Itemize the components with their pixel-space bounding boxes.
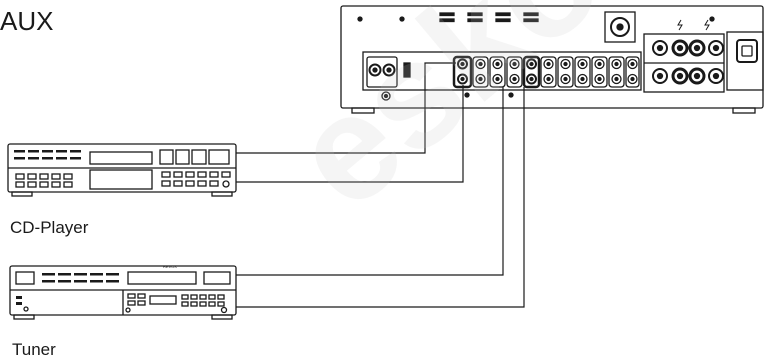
amplifier-foot-right: [732, 107, 756, 114]
cable-cd-lower: [236, 85, 464, 183]
tuner-label: Tuner: [12, 340, 56, 359]
tuner-device: [9, 265, 237, 320]
power-module: [726, 31, 764, 91]
cable-tuner-upper: [236, 87, 504, 276]
vent-slots: [439, 12, 539, 23]
cd-player-device: [7, 143, 237, 197]
amplifier-foot-left: [351, 107, 375, 114]
din-socket-plate: [604, 11, 636, 43]
input-panel: [362, 51, 642, 91]
connection-cables: [236, 62, 525, 308]
din-socket: [610, 17, 630, 37]
mains-socket: [736, 39, 758, 63]
speaker-terminals-bottom: [652, 67, 724, 85]
cable-cd-upper: [236, 62, 456, 154]
tuner-brand-label: REVOX: [163, 264, 177, 269]
aux-label: AUX: [0, 6, 54, 36]
speaker-terminals-top: [652, 39, 724, 57]
cd-player-label: CD-Player: [10, 218, 89, 237]
rca-inputs: [452, 55, 640, 89]
cable-tuner-lower: [236, 87, 525, 308]
amplifier-rear-panel: [340, 5, 764, 114]
